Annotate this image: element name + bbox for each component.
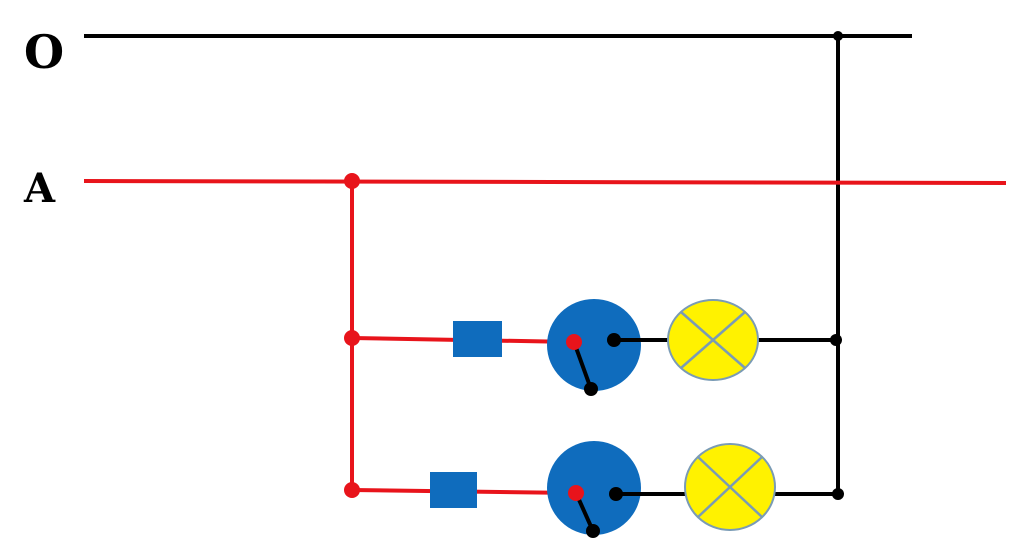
branch-2-neutral-junction (832, 488, 844, 500)
phase-rail (83, 179, 1007, 185)
phase-rail-label: A (23, 165, 56, 212)
neutral-junction-top (833, 31, 843, 41)
branch-2 (344, 441, 844, 538)
two-way-switch-2 (547, 441, 641, 535)
switch-2-pivot (568, 485, 584, 501)
switch-2-contact-low (586, 524, 600, 538)
fuse-2 (430, 472, 477, 508)
branch-1-neutral-junction (830, 334, 842, 346)
neutral-rail-label: O (24, 25, 64, 79)
lamp-2-cross-b (697, 456, 763, 518)
lamp-1-cross-b (680, 311, 746, 369)
branch-1-phase-junction (344, 330, 360, 346)
switch-1-lever (572, 341, 593, 390)
branch-2-phase-junction (344, 482, 360, 498)
phase-junction-top (344, 173, 360, 189)
branch-1 (344, 299, 842, 396)
switch-1-contact-low (584, 382, 598, 396)
switch-1-pivot (566, 334, 582, 350)
switch-1-contact-out (607, 333, 621, 347)
switch-2-contact-out (609, 487, 623, 501)
two-way-switch-1 (547, 299, 641, 391)
fuse-1 (453, 321, 502, 357)
